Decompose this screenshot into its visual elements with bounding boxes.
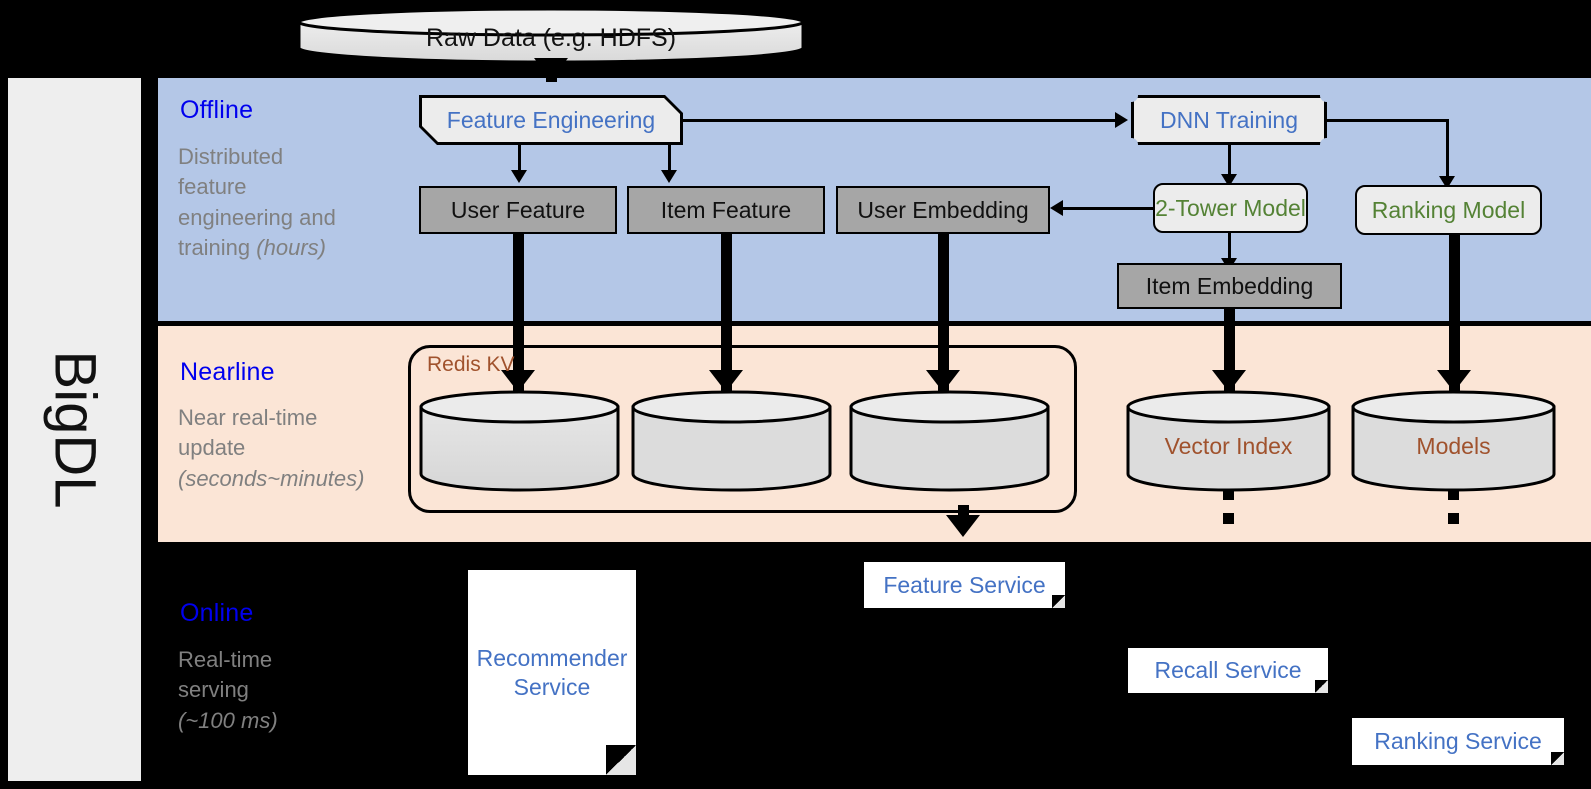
vector-index-cylinder[interactable]: Vector Index [1125, 389, 1332, 492]
pipe-item-feature [721, 233, 732, 396]
two-tower-model-label: 2-Tower Model [1155, 194, 1306, 221]
dnn-training-face: DNN Training [1134, 98, 1324, 142]
page-fold-icon [1315, 680, 1328, 693]
nearline-subtitle: Near real-time update (seconds~minutes) [178, 403, 413, 494]
arrowhead-fe-to-dnn [1115, 112, 1128, 128]
page-fold-icon [1052, 595, 1065, 608]
raw-data-label: Raw Data (e.g. HDFS) [425, 24, 677, 52]
offline-title: Offline [180, 96, 254, 124]
feature-service-label: Feature Service [883, 571, 1046, 598]
arrowhead-rawdata-to-fe [534, 58, 568, 80]
pipe-redis-to-feature-service [958, 505, 969, 519]
online-subtitle: Real-time serving (~100 ms) [178, 645, 398, 736]
user-embedding-label: User Embedding [857, 196, 1029, 223]
arrowhead-pipe-item-feature [709, 370, 743, 392]
arrowhead-redis-to-feature-service [946, 515, 980, 537]
page-fold-icon [606, 745, 636, 775]
pipe-models-segment [1448, 513, 1459, 524]
models-label: Models [1416, 433, 1491, 459]
node-ranking-model[interactable]: Ranking Model [1355, 185, 1542, 235]
online-subtitle-l3-em: (~100 ms) [178, 707, 278, 733]
edge-two-tower-to-item-embedding [1228, 233, 1231, 261]
recommender-service-label: Recommender Service [477, 644, 628, 702]
edge-dnn-to-two-tower [1228, 145, 1231, 177]
offline-subtitle: Distributed feature engineering and trai… [178, 142, 393, 263]
arrowhead-fe-to-item-feature [661, 170, 677, 183]
store-user-embedding-cylinder[interactable] [848, 389, 1051, 492]
pipe-ranking-model-to-models [1449, 233, 1460, 396]
node-recall-service[interactable]: Recall Service [1128, 648, 1328, 693]
node-dnn-training[interactable]: DNN Training [1125, 89, 1333, 151]
node-recommender-service[interactable]: Recommender Service [468, 570, 636, 775]
edge-dnn-to-ranking-v [1446, 119, 1449, 179]
edge-dnn-to-ranking-h [1327, 119, 1448, 122]
edge-fe-to-user-feature [518, 145, 521, 171]
user-feature-label: User Feature [450, 196, 586, 223]
offline-subtitle-l1: Distributed [178, 144, 284, 169]
page-fold-icon [1551, 752, 1564, 765]
ranking-model-label: Ranking Model [1371, 196, 1526, 223]
store-user-feature-cylinder[interactable] [418, 389, 621, 492]
node-user-embedding[interactable]: User Embedding [836, 186, 1050, 234]
recall-service-label: Recall Service [1154, 657, 1302, 684]
node-feature-service[interactable]: Feature Service [864, 562, 1065, 608]
edge-two-tower-to-user-embedding [1063, 207, 1155, 210]
raw-data-cylinder: Raw Data (e.g. HDFS) [296, 6, 806, 64]
feature-engineering-face: Feature Engineering [422, 98, 680, 142]
dnn-training-label: DNN Training [1159, 106, 1299, 133]
bigdl-label: BigDL [42, 350, 108, 509]
arrowhead-pipe-models [1437, 370, 1471, 392]
pipe-item-embedding-to-vector-index [1224, 308, 1235, 396]
edge-fe-to-item-feature [668, 145, 671, 171]
nearline-subtitle-l3-em: (seconds~minutes) [178, 465, 365, 491]
node-two-tower-model[interactable]: 2-Tower Model [1153, 183, 1308, 233]
item-feature-label: Item Feature [660, 196, 792, 223]
node-item-embedding[interactable]: Item Embedding [1117, 263, 1342, 309]
online-title: Online [180, 599, 254, 627]
online-subtitle-l2: serving [178, 677, 249, 703]
vector-index-label: Vector Index [1164, 433, 1293, 459]
notch-corner-icon [1125, 89, 1138, 102]
node-feature-engineering[interactable]: Feature Engineering [419, 95, 683, 145]
feature-engineering-label: Feature Engineering [446, 106, 656, 133]
nearline-subtitle-l1: Near real-time [178, 405, 318, 430]
nearline-subtitle-l2: update [178, 435, 246, 461]
redis-kv-container [408, 345, 1077, 513]
pipe-vector-index-segment [1223, 489, 1234, 500]
arrowhead-pipe-vector-index [1212, 370, 1246, 392]
models-cylinder[interactable]: Models [1350, 389, 1557, 492]
nearline-title: Nearline [180, 358, 275, 386]
bigdl-framework-rail: BigDL [8, 78, 141, 781]
pipe-models-segment [1448, 489, 1459, 500]
pipe-user-embedding [938, 233, 949, 396]
online-subtitle-l1: Real-time [178, 647, 273, 672]
pipe-user-feature [513, 233, 524, 396]
recommender-service-line1: Recommender [476, 644, 628, 671]
notch-corner-icon [1320, 89, 1333, 102]
node-ranking-service[interactable]: Ranking Service [1352, 718, 1564, 765]
edge-fe-to-dnn [683, 119, 1115, 122]
offline-subtitle-l4-em: (hours) [256, 235, 326, 261]
arrowhead-pipe-user-feature [501, 370, 535, 392]
ranking-service-label: Ranking Service [1374, 728, 1542, 755]
notch-corner-icon [1320, 138, 1333, 151]
arrowhead-pipe-user-embedding [926, 370, 960, 392]
store-item-feature-cylinder[interactable] [630, 389, 833, 492]
node-item-feature[interactable]: Item Feature [627, 186, 825, 234]
offline-subtitle-l2: feature [178, 174, 247, 200]
offline-subtitle-l3: engineering and [178, 204, 336, 230]
item-embedding-label: Item Embedding [1145, 272, 1314, 299]
arrowhead-fe-to-user-feature [511, 170, 527, 183]
offline-subtitle-l4: training [178, 235, 257, 261]
notch-corner-icon [1125, 138, 1138, 151]
recommender-service-line2: Service [513, 673, 591, 700]
node-user-feature[interactable]: User Feature [419, 186, 617, 234]
pipe-vector-index-segment [1223, 513, 1234, 524]
redis-kv-label: Redis KV [427, 353, 515, 376]
arrowhead-two-tower-to-user-embedding [1050, 200, 1063, 216]
